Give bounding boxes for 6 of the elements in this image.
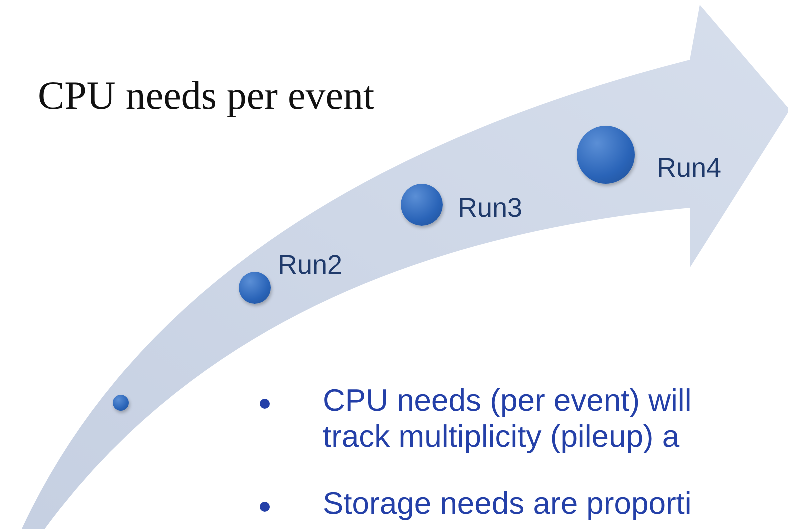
slide-title: CPU needs per event: [38, 72, 375, 119]
run-label: Run3: [458, 193, 523, 224]
bullet-text: Storage needs are proporti: [323, 486, 693, 522]
run-label: Run2: [278, 250, 343, 281]
bullet-text: CPU needs (per event) will track multiplicity (pileup) a: [323, 383, 693, 455]
run-label: Run4: [657, 153, 722, 184]
